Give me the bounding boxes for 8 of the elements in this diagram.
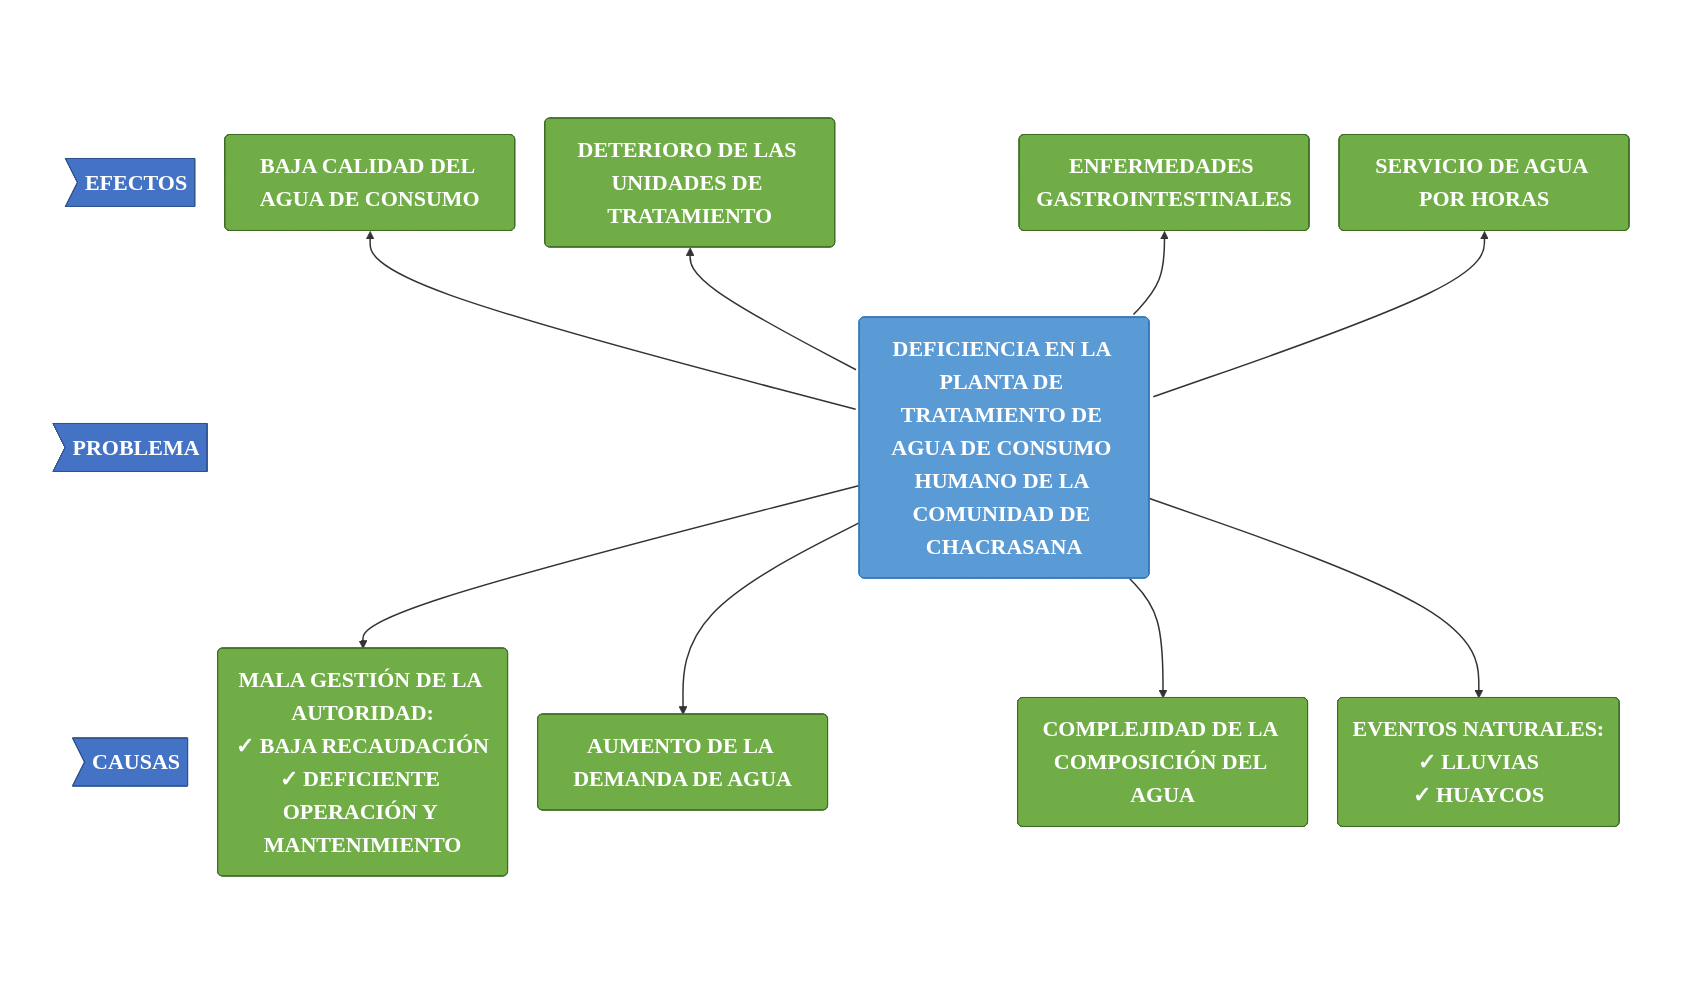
arrow (685, 247, 857, 371)
arrow (1148, 497, 1484, 699)
arrow (1152, 231, 1489, 398)
arrow (1128, 577, 1168, 699)
arrow (1132, 231, 1169, 316)
arrow (358, 484, 861, 649)
arrow (365, 231, 857, 410)
arrow (678, 521, 861, 715)
